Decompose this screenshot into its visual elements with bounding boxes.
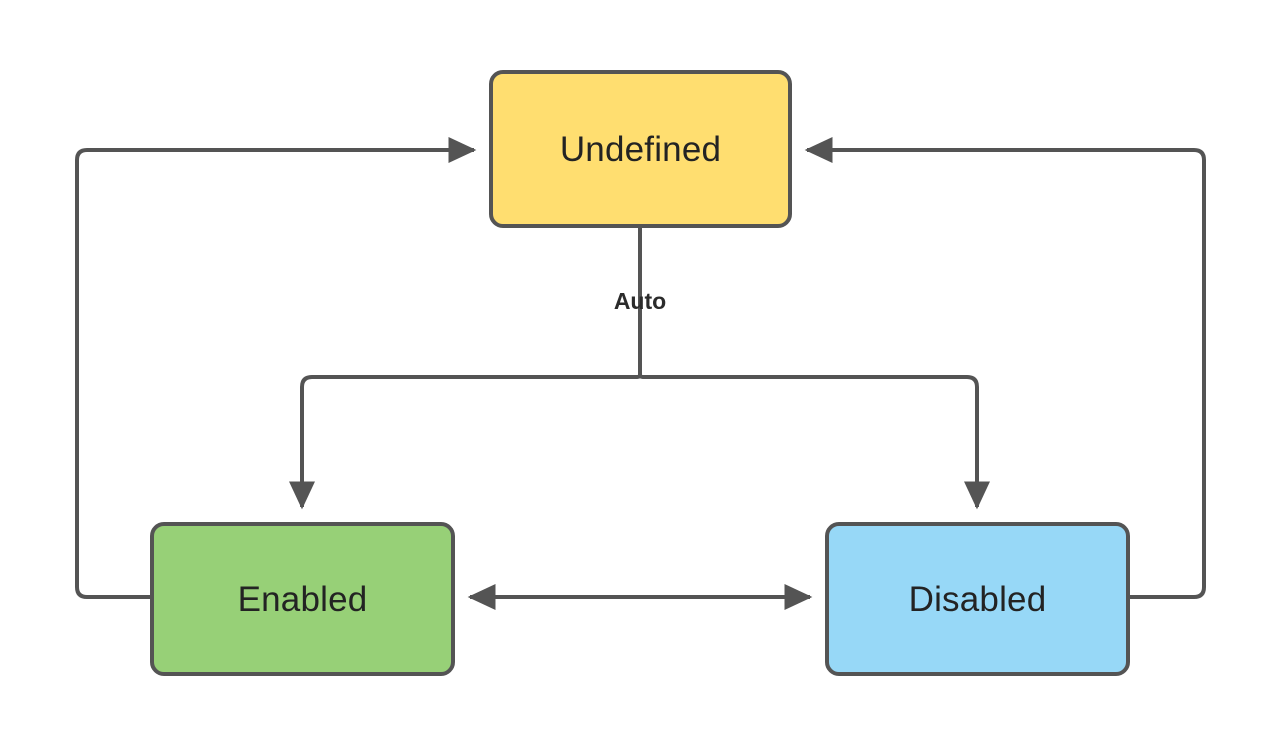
state-node-undefined-label: Undefined xyxy=(559,129,722,169)
state-node-undefined[interactable]: Undefined xyxy=(489,70,792,228)
state-node-enabled[interactable]: Enabled xyxy=(150,522,455,676)
state-node-disabled[interactable]: Disabled xyxy=(825,522,1130,676)
state-node-disabled-label: Disabled xyxy=(908,579,1047,619)
edge-disabled-to-undefined xyxy=(804,136,1206,599)
edge-undefined-to-enabled xyxy=(288,228,642,510)
edge-undefined-to-disabled xyxy=(638,374,991,510)
edge-enabled-to-undefined xyxy=(75,136,477,599)
edge-label-auto: Auto xyxy=(613,288,667,314)
state-node-enabled-label: Enabled xyxy=(237,579,368,619)
